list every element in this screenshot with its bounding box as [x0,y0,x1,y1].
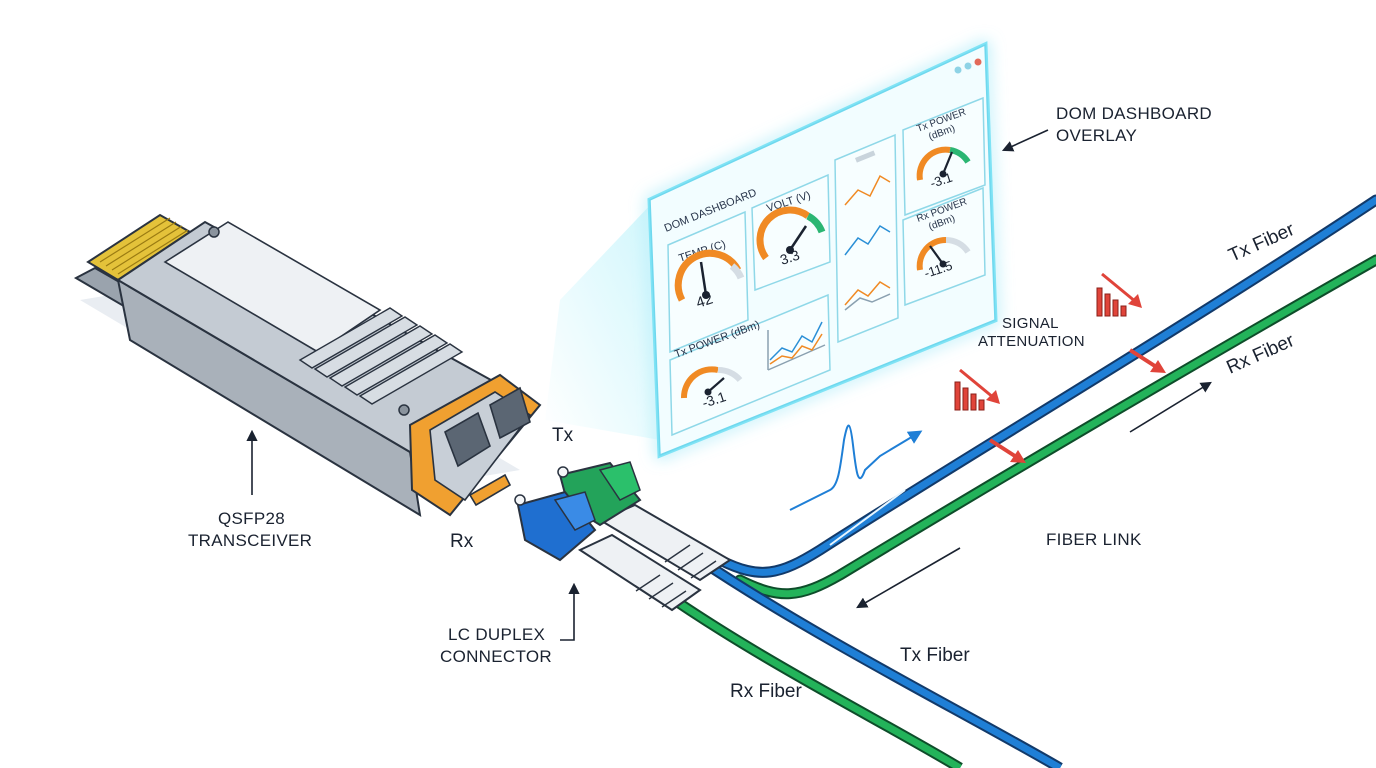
rx-ferrule [514,494,526,506]
dom-dashboard-panel: DOM DASHBOARD TEMP (C) 42 VOLT (V) 3.3 T… [647,41,998,459]
tx-power-side-value: -3.1 [928,170,954,191]
signal-attenuation-label-line1: SIGNAL [1002,315,1059,332]
screw [398,404,410,416]
lc-duplex-connector [514,461,732,612]
volt-card [751,173,831,292]
rx-fiber-lower-label: Rx Fiber [730,681,802,702]
dashboard-projection-beam [545,200,660,440]
tx-fiber-lower-label: Tx Fiber [900,645,970,666]
tx-power-side-gauge [916,146,971,181]
temp-value: 42 [694,290,715,311]
rx-power-side-card [902,186,986,307]
connector-leader [560,582,580,641]
tx-power-main-gauge [680,366,743,399]
attenuation-arrows [988,348,1166,463]
fiber-link-arrow-upper [1129,381,1212,433]
tx-port-label: Tx [552,425,574,446]
screw [208,226,220,238]
window-dot [964,62,972,70]
trend-chart [844,150,891,311]
trend-column [834,133,899,344]
signal-pulse [789,424,923,511]
rx-power-side-gauge [916,236,971,271]
transceiver-label-line2: TRANSCEIVER [188,531,312,550]
window-dot [954,66,962,74]
rx-port-label: Rx [450,531,474,552]
fiber-link-label: FIBER LINK [1046,530,1142,549]
fiber-bundle [656,194,1376,768]
heatsink-fins [298,307,464,405]
tx-power-main-value: -3.1 [700,388,728,411]
temp-gauge [674,249,745,302]
volt-value: 3.3 [778,247,802,268]
fiber-link-arrow-lower [856,547,961,609]
transceiver-label-line1: QSFP28 [218,509,285,528]
dom-overlay-label-line1: DOM DASHBOARD [1056,104,1212,123]
tx-ferrule [557,466,569,478]
leader-lines [246,129,1212,641]
attenuation-icon [954,368,1000,411]
tx-power-side-card [902,96,986,217]
tx-power-sparkline [767,321,826,371]
volt-gauge [756,206,826,261]
window-dot [974,58,982,66]
temp-card [667,210,749,354]
lc-port-pair [444,386,531,468]
signal-travel-streak [829,489,906,546]
connector-label-line1: LC DUPLEX [448,625,545,644]
signal-attenuation-label-line2: ATTENUATION [978,333,1085,350]
dashboard-leader [1001,129,1049,152]
tx-power-card [669,293,831,437]
qsfp28-transceiver [73,213,542,517]
connector-label-line2: CONNECTOR [440,647,552,666]
attenuation-icon [1096,272,1142,317]
dom-overlay-label-line2: OVERLAY [1056,126,1137,145]
